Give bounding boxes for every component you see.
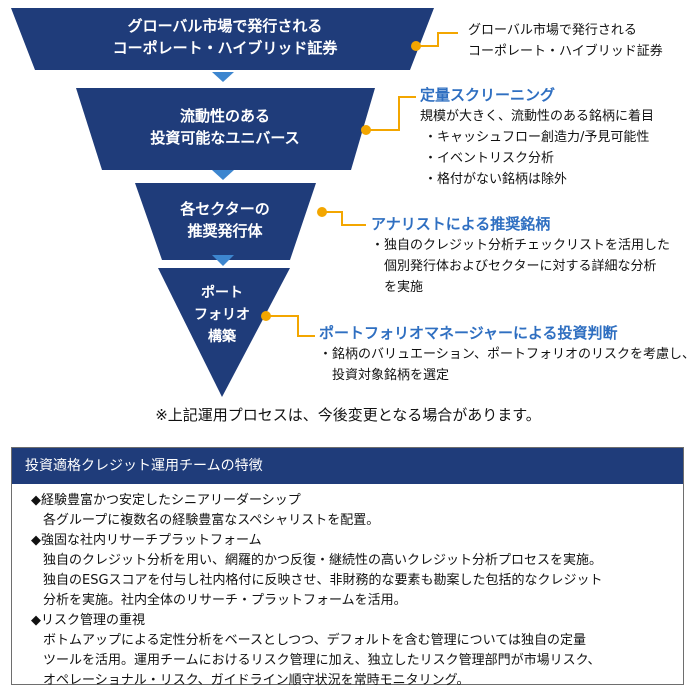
feature-heading-risk: ◆リスク管理の重視 (31, 613, 145, 628)
stage-4-label: ポート フォリオ 構築 (194, 285, 250, 345)
feature-heading-leadership: ◆経験豊富かつ安定したシニアリーダーシップ (31, 493, 301, 508)
connector-dot-3 (317, 207, 327, 217)
connector-dot-2 (361, 125, 371, 135)
funnel-arrow-2 (212, 170, 234, 180)
feature-text: ボトムアップによる定性分析をベースとしつつ、デフォルトを含む管理については独自の… (43, 633, 587, 648)
funnel-diagram (11, 8, 458, 397)
feature-text: オペレーショナル・リスク、ガイドライン順守状況を常時モニタリング。 (43, 673, 470, 688)
pm-decision-heading: ポートフォリオマネージャーによる投資判断 (319, 324, 618, 342)
annotation-pm-decision: ポートフォリオマネージャーによる投資判断 ・銘柄のバリュエーション、ポートフォリ… (319, 324, 695, 383)
feature-text: 各グループに複数名の経験豊富なスペシャリストを配置。 (43, 513, 380, 528)
funnel-arrow-1 (212, 72, 234, 82)
funnel-stage-3 (135, 183, 316, 260)
stage-3-label: 各セクターの 推奨発行体 (180, 200, 270, 240)
funnel-stage-2 (76, 88, 375, 170)
annotation-quant-screening: 定量スクリーニング 規模が大きく、流動性のある銘柄に着目 ・キャッシュフロー創造… (420, 86, 655, 187)
disclaimer-note: ※上記運用プロセスは、今後変更となる場合があります。 (155, 406, 541, 424)
feature-heading-research: ◆強固な社内リサーチプラットフォーム (31, 533, 262, 548)
annotation-analyst-picks: アナリストによる推奨銘柄 ・独自のクレジット分析チェックリストを活用した 個別発… (371, 215, 671, 295)
features-panel: 投資適格クレジット運用チームの特徴 ◆経験豊富かつ安定したシニアリーダーシップ … (11, 447, 684, 688)
funnel-stage-4 (158, 268, 290, 397)
connector-dot-1 (411, 41, 421, 51)
funnel-arrow-3 (212, 255, 234, 266)
connector-dot-4 (261, 311, 271, 321)
features-list: ◆経験豊富かつ安定したシニアリーダーシップ 各グループに複数名の経験豊富なスペシ… (12, 484, 683, 691)
feature-text: 独自のクレジット分析を用い、網羅的かつ反復・継続性の高いクレジット分析プロセスを… (43, 553, 603, 568)
analyst-picks-heading: アナリストによる推奨銘柄 (371, 215, 551, 233)
connector-1 (416, 32, 458, 47)
features-panel-title: 投資適格クレジット運用チームの特徴 (12, 448, 683, 484)
stage-1-label: グローバル市場で発行される コーポレート・ハイブリッド証券 (112, 17, 338, 57)
funnel-stage-1 (11, 8, 434, 70)
annotation-stage-1: グローバル市場で発行される コーポレート・ハイブリッド証券 (468, 23, 663, 59)
stage-2-label: 流動性のある 投資可能なユニバース (150, 107, 300, 147)
connector-2 (366, 96, 416, 131)
connector-3 (322, 211, 366, 226)
quant-screening-heading: 定量スクリーニング (420, 86, 556, 104)
feature-text: 分析を実施。社内全体のリサーチ・プラットフォームを活用。 (43, 593, 407, 608)
connector-4 (266, 315, 315, 337)
feature-text: 独自のESGスコアを付与し社内格付に反映させ、非財務的な要素も勘案した包括的なク… (43, 573, 603, 588)
feature-text: ツールを活用。運用チームにおけるリスク管理に加え、独立したリスク管理部門が市場リ… (43, 653, 601, 668)
